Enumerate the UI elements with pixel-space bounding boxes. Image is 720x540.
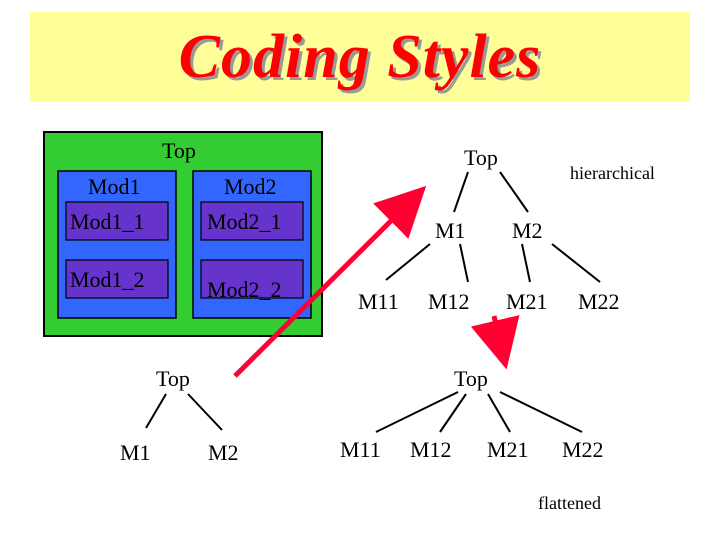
flat-m11-node: M11 [340, 437, 381, 462]
mod1-1-box [65, 201, 169, 241]
hierarchical-label: hierarchical [570, 163, 655, 183]
flat-m12-node: M12 [410, 437, 452, 462]
mod2-1-label: Mod2_1 [207, 209, 282, 234]
small-m2-node: M2 [208, 440, 239, 465]
flat-tree-edges [375, 391, 583, 433]
hier-m2-node: M2 [512, 218, 543, 243]
page-title: Coding Styles [178, 23, 542, 91]
red-arrow-flatten [233, 185, 427, 378]
flat-m21-node: M21 [487, 437, 529, 462]
flat-m22-node: M22 [562, 437, 604, 462]
flattened-label: flattened [538, 493, 601, 513]
mod1-2-box [65, 259, 169, 299]
hier-tree-edges [385, 171, 601, 283]
hier-m22-node: M22 [578, 289, 620, 314]
title-band: Coding Styles [30, 12, 690, 102]
mod1-2-label: Mod1_2 [70, 267, 145, 292]
hier-m1-node: M1 [435, 218, 466, 243]
small-tree-edges [145, 393, 223, 431]
block-top-label: Top [162, 138, 196, 163]
flat-top-node: Top [454, 366, 488, 391]
hier-top-node: Top [464, 145, 498, 170]
mod2-label: Mod2 [224, 174, 277, 199]
small-m1-node: M1 [120, 440, 151, 465]
hier-m21-node: M21 [506, 289, 548, 314]
red-arrow-down [470, 315, 520, 370]
small-top-node: Top [156, 366, 190, 391]
mod2-2-label: Mod2_2 [207, 277, 282, 302]
hier-m12-node: M12 [428, 289, 470, 314]
mod2-1-box [200, 201, 304, 241]
hier-m11-node: M11 [358, 289, 399, 314]
mod2-2-box [200, 259, 304, 299]
mod1-label: Mod1 [88, 174, 141, 199]
mod1-1-label: Mod1_1 [70, 209, 145, 234]
